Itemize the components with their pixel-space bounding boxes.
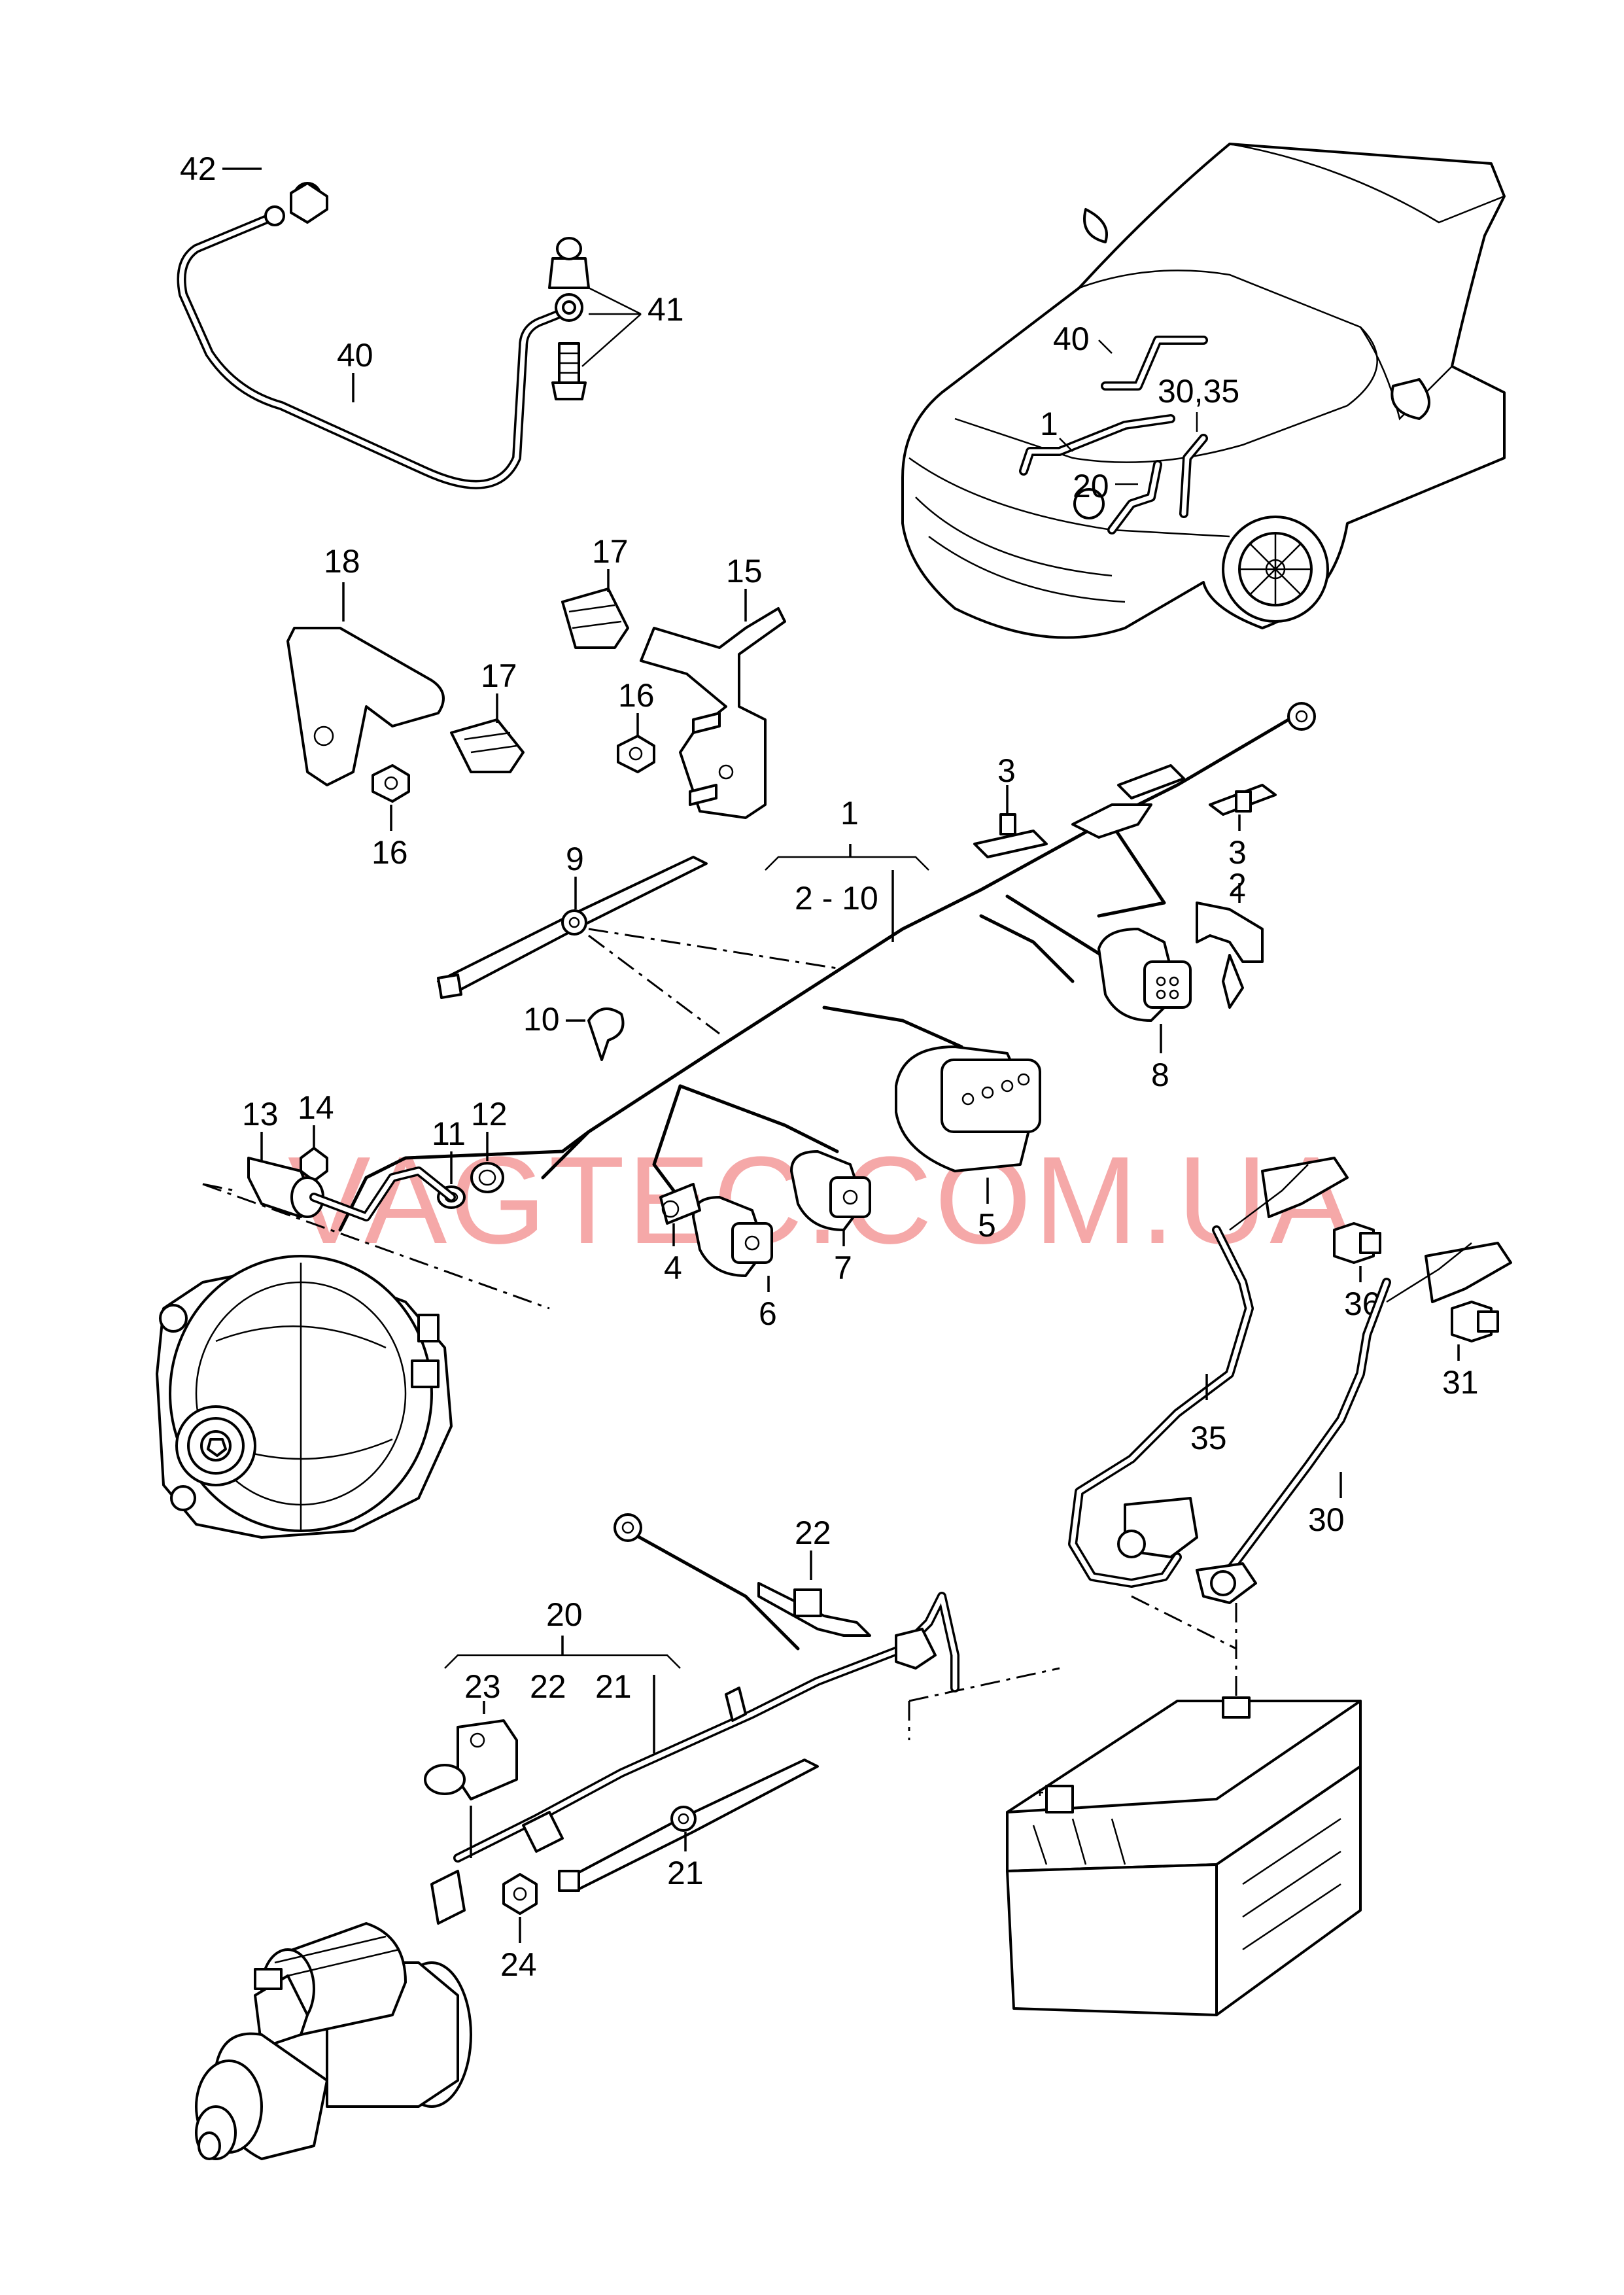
clip-2 — [1196, 902, 1264, 1009]
bracket-15 — [640, 607, 786, 819]
label-17-upper: 17 — [592, 533, 629, 570]
nut-16-left — [371, 764, 410, 803]
clip-17-upper — [561, 587, 629, 649]
label-3-upper: 3 — [997, 752, 1016, 789]
label-6: 6 — [759, 1295, 777, 1332]
car-label-40: 40 — [1053, 321, 1090, 357]
label-7: 7 — [834, 1250, 852, 1286]
connector-8 — [1097, 928, 1192, 1022]
bolt-31 — [1451, 1301, 1499, 1342]
label-16-left: 16 — [371, 834, 408, 871]
label-20-sub-22: 22 — [530, 1668, 566, 1705]
label-22: 22 — [795, 1515, 831, 1551]
label-13: 13 — [242, 1096, 279, 1132]
label-5: 5 — [978, 1207, 996, 1244]
battery-cable-30 — [1196, 1242, 1512, 1604]
label-4: 4 — [664, 1250, 682, 1286]
bracket-13 — [247, 1157, 456, 1221]
label-11: 11 — [432, 1115, 466, 1152]
bracket-18 — [286, 627, 445, 786]
label-1: 1 — [840, 795, 859, 832]
car-illustration — [901, 143, 1506, 639]
ground-strap-40 — [177, 182, 590, 489]
battery-cable-35 — [1068, 1157, 1349, 1588]
connector-6 — [692, 1196, 773, 1277]
label-35: 35 — [1190, 1420, 1227, 1456]
label-16-right: 16 — [618, 677, 655, 714]
clip-10 — [587, 1007, 625, 1061]
label-2: 2 — [1228, 867, 1247, 903]
cable-tie-21 — [558, 1759, 819, 1892]
nut-24 — [502, 1873, 538, 1915]
cable-tie-9 — [437, 856, 708, 999]
label-40: 40 — [337, 337, 373, 374]
label-21: 21 — [667, 1855, 704, 1891]
label-3-right: 3 — [1228, 834, 1247, 871]
label-31: 31 — [1442, 1364, 1479, 1401]
label-18: 18 — [324, 543, 360, 580]
label-24: 24 — [500, 1946, 537, 1983]
grommet-23 — [424, 1719, 518, 1800]
clip-3-upper — [973, 813, 1048, 858]
label-12: 12 — [471, 1096, 508, 1132]
label-17-lower: 17 — [481, 657, 517, 694]
car-label-20: 20 — [1073, 468, 1109, 504]
car-label-1: 1 — [1040, 406, 1058, 442]
connector-5 — [895, 1045, 1041, 1172]
label-42: 42 — [180, 150, 216, 187]
label-20: 20 — [546, 1596, 583, 1633]
label-20-sub-21: 21 — [595, 1668, 632, 1705]
sleeve-12 — [470, 1162, 504, 1193]
alternator — [156, 1255, 453, 1539]
label-15: 15 — [726, 553, 763, 589]
label-1-range: 2 - 10 — [795, 880, 878, 917]
battery — [1006, 1696, 1362, 2016]
bolt-36 — [1333, 1222, 1381, 1264]
label-30: 30 — [1308, 1501, 1345, 1538]
wiring-harness-1 — [338, 702, 1316, 1232]
plug-4 — [659, 1183, 701, 1225]
label-9: 9 — [566, 841, 584, 877]
clip-17-lower — [450, 718, 525, 773]
clip-3-right — [1209, 784, 1277, 816]
label-41: 41 — [648, 291, 684, 328]
starter-motor — [195, 1870, 472, 2160]
nut-16-right — [617, 735, 655, 773]
car-label-30-35: 30,35 — [1158, 373, 1239, 410]
connector-7 — [790, 1150, 871, 1231]
label-8: 8 — [1151, 1057, 1169, 1093]
label-10: 10 — [523, 1001, 560, 1038]
label-14: 14 — [298, 1089, 334, 1126]
starter-cable-20 — [453, 1513, 959, 1863]
label-20-sub-23: 23 — [464, 1668, 501, 1705]
